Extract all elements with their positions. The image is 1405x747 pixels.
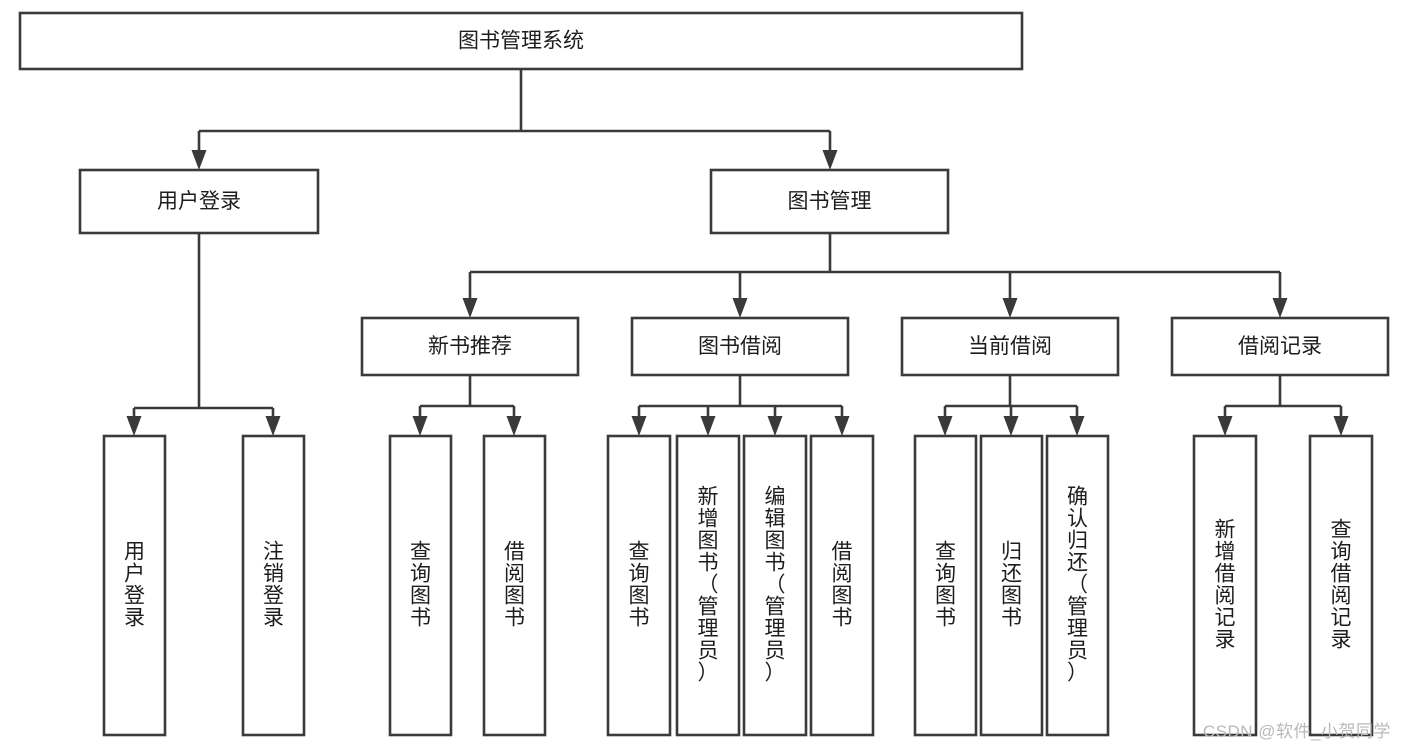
node-box[interactable] <box>18 11 1024 71</box>
node-label: 查询图书 <box>410 540 431 629</box>
connector-arrow-icon <box>265 416 281 436</box>
node-label: 查询图书 <box>629 540 650 629</box>
node-root-图书管理系统[interactable]: 图书管理系统 <box>18 11 1024 71</box>
node-box[interactable] <box>913 434 978 737</box>
connector-arrow-icon <box>1069 416 1085 436</box>
node-label: 当前借阅 <box>968 335 1052 358</box>
connector-group-bookmgmt-to-level3 <box>462 233 1288 318</box>
connector-arrow-icon <box>767 416 783 436</box>
node-label: 借阅图书 <box>832 540 853 629</box>
node-box[interactable] <box>809 434 875 737</box>
node-box[interactable] <box>360 316 580 377</box>
node-label: 编辑图书（管理员） <box>765 485 786 684</box>
node-leaf-归还图书[interactable]: 归还图书 <box>979 434 1044 737</box>
node-box[interactable] <box>742 434 808 737</box>
connector-group-records-to-leaves <box>1217 375 1349 436</box>
node-box[interactable] <box>78 168 320 235</box>
node-level3-新书推荐[interactable]: 新书推荐 <box>360 316 580 377</box>
node-level2-图书管理[interactable]: 图书管理 <box>709 168 950 235</box>
connector-group-userlogin-to-leaves <box>126 233 281 436</box>
node-box[interactable] <box>241 434 306 737</box>
connector-arrow-icon <box>1217 416 1233 436</box>
node-leaf-确认归还（管理员）[interactable]: 确认归还（管理员） <box>1045 434 1110 737</box>
node-box[interactable] <box>979 434 1044 737</box>
node-label: 图书管理 <box>788 190 872 213</box>
node-box[interactable] <box>388 434 453 737</box>
node-level3-图书借阅[interactable]: 图书借阅 <box>630 316 850 377</box>
node-leaf-编辑图书（管理员）[interactable]: 编辑图书（管理员） <box>742 434 808 737</box>
connector-arrow-icon <box>412 416 428 436</box>
connector-arrow-icon <box>462 298 478 318</box>
node-leaf-新增图书（管理员）[interactable]: 新增图书（管理员） <box>675 434 741 737</box>
node-level2-用户登录[interactable]: 用户登录 <box>78 168 320 235</box>
node-box[interactable] <box>1192 434 1258 737</box>
node-box[interactable] <box>900 316 1120 377</box>
node-label: 查询图书 <box>935 540 956 629</box>
connector-group-newbook-to-leaves <box>412 375 522 436</box>
node-label: 查询借阅记录 <box>1331 518 1352 651</box>
node-label: 图书借阅 <box>698 335 782 358</box>
connector-layer <box>126 69 1349 436</box>
node-box[interactable] <box>1045 434 1110 737</box>
node-leaf-查询图书[interactable]: 查询图书 <box>606 434 672 737</box>
connector-arrow-icon <box>1333 416 1349 436</box>
connector-arrow-icon <box>631 416 647 436</box>
connector-arrow-icon <box>506 416 522 436</box>
node-leaf-查询图书[interactable]: 查询图书 <box>913 434 978 737</box>
connector-group-root-to-level2 <box>191 69 838 170</box>
csdn-watermark: CSDN @软件_小贺同学 <box>1202 722 1391 741</box>
node-leaf-借阅图书[interactable]: 借阅图书 <box>809 434 875 737</box>
connector-arrow-icon <box>191 150 207 170</box>
node-box[interactable] <box>675 434 741 737</box>
connector-arrow-icon <box>1002 298 1018 318</box>
node-box[interactable] <box>102 434 167 737</box>
node-level3-当前借阅[interactable]: 当前借阅 <box>900 316 1120 377</box>
node-label: 借阅图书 <box>504 540 525 629</box>
connector-group-current-to-leaves <box>937 375 1085 436</box>
connector-arrow-icon <box>1003 416 1019 436</box>
node-label: 归还图书 <box>1001 540 1022 629</box>
node-box[interactable] <box>630 316 850 377</box>
node-label: 新增图书（管理员） <box>698 485 719 684</box>
connector-arrow-icon <box>834 416 850 436</box>
node-box[interactable] <box>709 168 950 235</box>
node-label: 确认归还（管理员） <box>1067 485 1088 684</box>
connector-arrow-icon <box>700 416 716 436</box>
node-box[interactable] <box>1308 434 1374 737</box>
node-leaf-借阅图书[interactable]: 借阅图书 <box>482 434 547 737</box>
node-box[interactable] <box>606 434 672 737</box>
node-label: 借阅记录 <box>1238 335 1322 358</box>
connector-arrow-icon <box>126 416 142 436</box>
connector-group-borrow-to-leaves <box>631 375 850 436</box>
connector-arrow-icon <box>732 298 748 318</box>
node-label: 新书推荐 <box>428 335 512 358</box>
node-label: 新增借阅记录 <box>1215 518 1236 651</box>
node-level3-借阅记录[interactable]: 借阅记录 <box>1170 316 1390 377</box>
node-label: 图书管理系统 <box>458 30 584 53</box>
node-leaf-新增借阅记录[interactable]: 新增借阅记录 <box>1192 434 1258 737</box>
node-layer: 图书管理系统用户登录图书管理新书推荐图书借阅当前借阅借阅记录用户登录注销登录查询… <box>18 11 1390 737</box>
node-leaf-注销登录[interactable]: 注销登录 <box>241 434 306 737</box>
connector-arrow-icon <box>1272 298 1288 318</box>
node-label: 用户登录 <box>124 540 145 629</box>
node-label: 注销登录 <box>263 540 284 629</box>
node-box[interactable] <box>1170 316 1390 377</box>
node-label: 用户登录 <box>157 190 241 213</box>
connector-arrow-icon <box>937 416 953 436</box>
connector-arrow-icon <box>822 150 838 170</box>
node-leaf-查询图书[interactable]: 查询图书 <box>388 434 453 737</box>
node-leaf-用户登录[interactable]: 用户登录 <box>102 434 167 737</box>
node-leaf-查询借阅记录[interactable]: 查询借阅记录 <box>1308 434 1374 737</box>
node-box[interactable] <box>482 434 547 737</box>
